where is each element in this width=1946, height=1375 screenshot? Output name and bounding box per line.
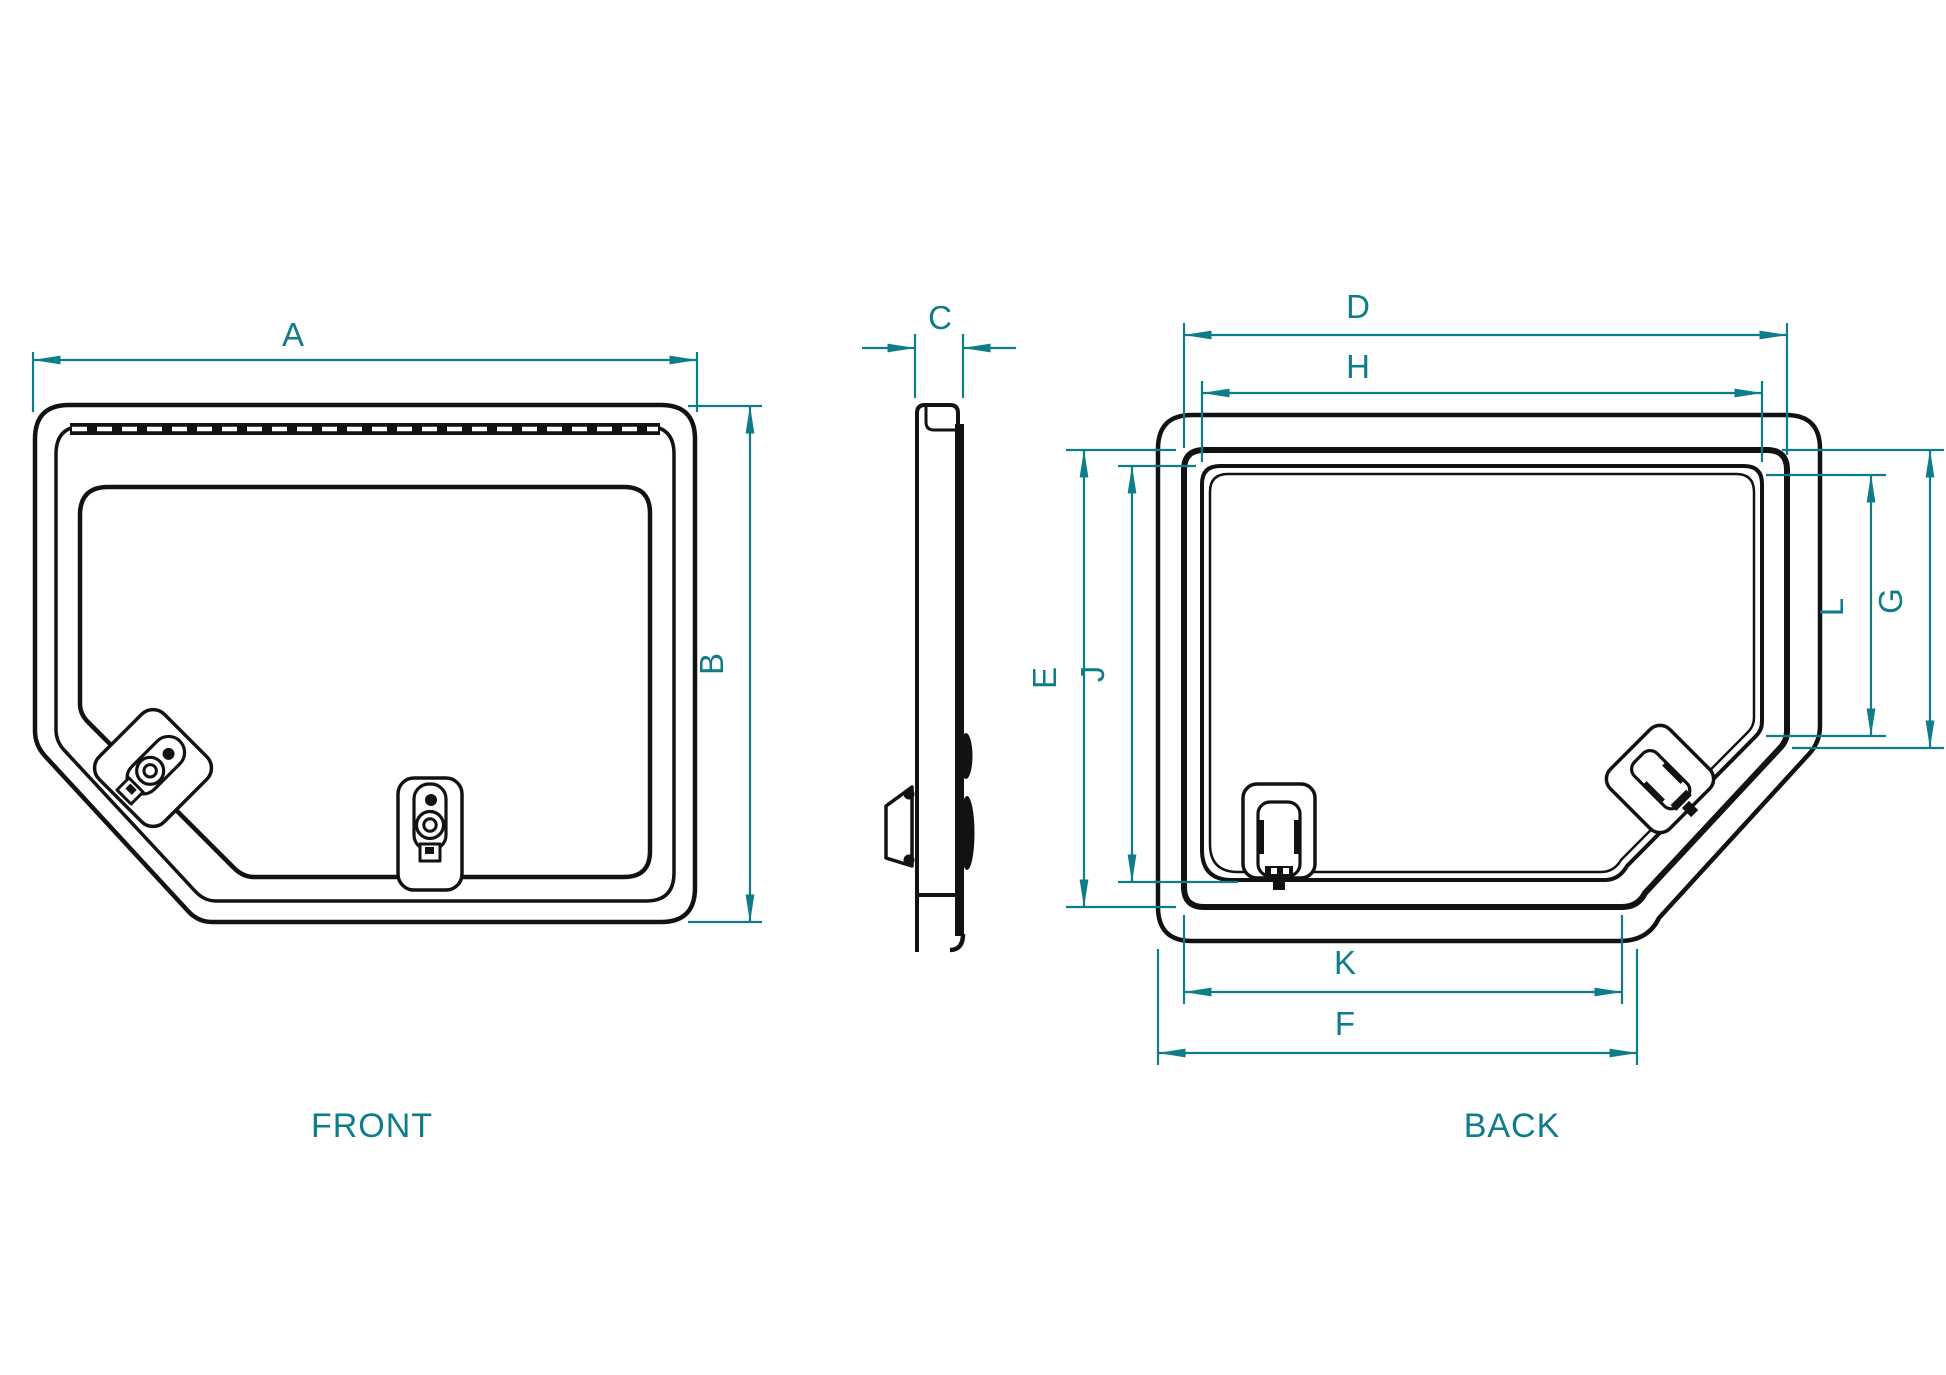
back-latch-vertical-bottom-bar — [1265, 866, 1293, 876]
dimension-l: L — [1766, 473, 1886, 738]
front-latch-vertical-pin — [425, 794, 437, 806]
front-latch-diagonal — [92, 707, 214, 829]
front-view — [32, 402, 698, 925]
back-view-caption: BACK — [1464, 1107, 1561, 1145]
dim-label-d: D — [1346, 288, 1370, 325]
dimension-e: E — [1026, 448, 1176, 909]
dim-label-b: B — [693, 653, 730, 675]
back-latch-vertical-keeper — [1256, 800, 1302, 878]
side-back-flange-foot — [949, 933, 966, 953]
front-trim-ring — [54, 424, 676, 903]
side-seal-bulge-lower — [959, 796, 975, 870]
dim-label-e: E — [1026, 667, 1063, 689]
front-latch-diagonal-keeper-tick — [125, 783, 137, 795]
front-outer-frame — [32, 402, 698, 925]
back-latch-diagonal-notch-left — [1643, 781, 1665, 804]
front-latch-diagonal-ring — [135, 755, 166, 786]
dimension-b: B — [688, 404, 762, 924]
back-latch-diagonal — [1604, 723, 1716, 835]
dimension-g: G — [1782, 448, 1944, 750]
dimension-f: F — [1156, 949, 1639, 1065]
dimension-c: C — [862, 299, 1016, 398]
back-latch-vertical-bar-notch-a — [1271, 868, 1277, 874]
front-latch-vertical-ring-inner — [422, 817, 438, 833]
dimension-a: A — [31, 316, 699, 412]
dim-label-k: K — [1334, 944, 1356, 981]
back-latch-vertical-notch-right — [1294, 820, 1300, 854]
dim-label-f: F — [1335, 1005, 1355, 1042]
side-seal-bulge-upper — [959, 733, 973, 779]
back-latch-vertical — [1241, 782, 1317, 890]
side-latch-handle — [884, 785, 914, 868]
dim-label-g: G — [1872, 588, 1909, 614]
side-inner-lip — [924, 405, 957, 432]
back-latch-diagonal-notch-right — [1662, 762, 1685, 784]
front-latch-vertical — [396, 776, 464, 892]
dim-label-a: A — [282, 316, 304, 353]
side-latch-pivot-top — [903, 788, 915, 800]
front-latch-diagonal-ring-inner — [142, 763, 158, 779]
back-view — [1155, 412, 1823, 944]
back-door-seal-line — [1208, 472, 1756, 874]
back-latch-vertical-pawl — [1273, 876, 1285, 890]
dimension-h: H — [1200, 348, 1764, 462]
back-latch-diagonal-pawl — [1681, 800, 1699, 818]
dim-label-j: J — [1074, 666, 1111, 683]
front-view-caption: FRONT — [311, 1107, 433, 1145]
side-front-face — [915, 403, 960, 952]
front-latch-diagonal-pin — [162, 747, 175, 760]
back-latch-vertical-notch-left — [1258, 820, 1264, 854]
dimension-d: D — [1182, 288, 1789, 455]
back-door-outline — [1200, 464, 1764, 882]
dim-label-h: H — [1346, 348, 1370, 385]
dim-label-l: L — [1813, 598, 1850, 616]
front-latch-vertical-ring — [414, 809, 446, 841]
back-latch-vertical-bar-notch-b — [1283, 868, 1289, 874]
dim-label-c: C — [928, 299, 952, 336]
dimensions: A B C D H — [31, 288, 1944, 1065]
back-latch-diagonal-bottom-bar — [1670, 789, 1692, 811]
back-flange-plate — [1181, 447, 1790, 910]
side-view — [884, 403, 975, 953]
dimension-j: J — [1074, 464, 1238, 884]
front-door-panel — [77, 484, 653, 880]
front-latch-vertical-keeper-tick — [425, 847, 434, 854]
side-latch-pivot-bottom — [903, 854, 915, 866]
dimension-k: K — [1182, 915, 1624, 1004]
